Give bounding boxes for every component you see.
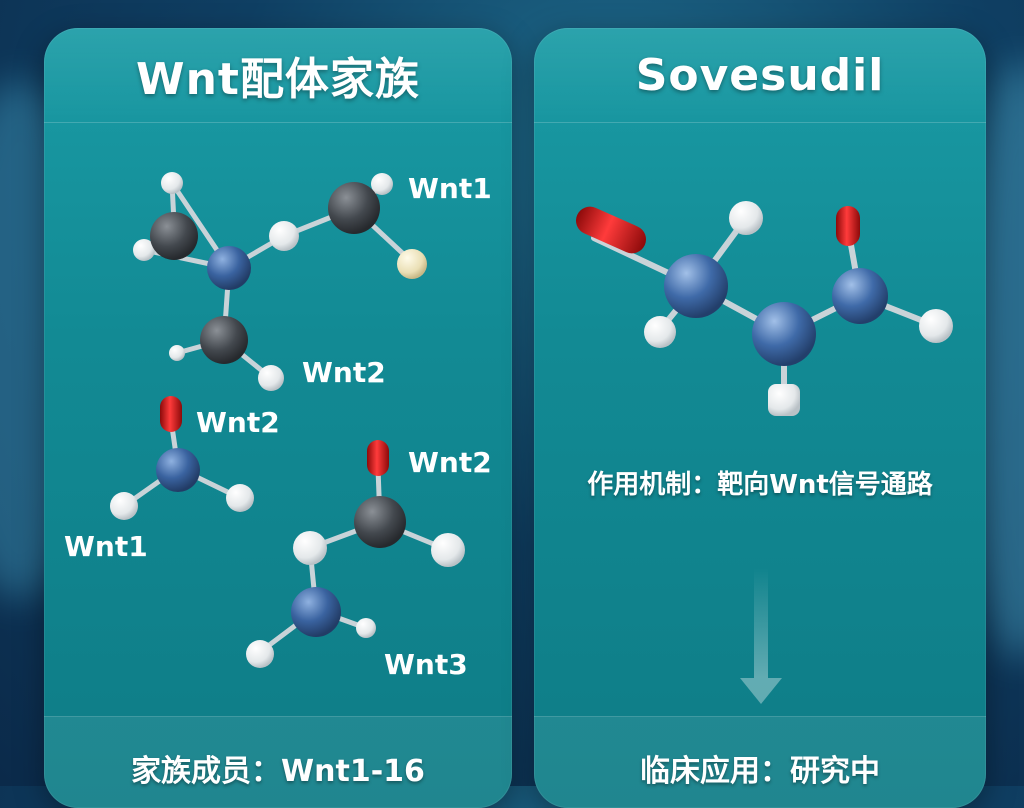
oxygen-atom [836, 206, 860, 246]
hydrogen-atom [169, 345, 185, 361]
family-members-text: 家族成员：Wnt1-16 [131, 754, 425, 789]
molecule-label: Wnt1 [64, 530, 148, 563]
molecule-label: Wnt1 [408, 172, 492, 205]
sovesudil-molecule-illustration [575, 201, 953, 704]
molecule-label: Wnt2 [302, 356, 386, 389]
flow-arrow [754, 568, 768, 678]
carbon-atom [150, 212, 198, 260]
oxygen-atom [160, 396, 182, 432]
oxygen-atom [367, 440, 389, 476]
nitrogen-atom [207, 246, 251, 290]
hydrogen-atom [110, 492, 138, 520]
nitrogen-atom [832, 268, 888, 324]
carbon-atom [200, 316, 248, 364]
hydrogen-atom [729, 201, 763, 235]
carbon-atom [328, 182, 380, 234]
card-title: Sovesudil [635, 49, 885, 101]
carbon-atom [354, 496, 406, 548]
hydrogen-atom [371, 173, 393, 195]
bond-group [257, 465, 451, 655]
hydrogen-atom [226, 484, 254, 512]
molecule-label: Wnt3 [384, 648, 468, 681]
oxygen-atom [575, 206, 647, 254]
hydrogen-atom [431, 533, 465, 567]
hydrogen-atom [246, 640, 274, 668]
hydrogen-atom [919, 309, 953, 343]
wnt-ligand-card: Wnt配体家族 [44, 28, 512, 808]
hydrogen-atom [293, 531, 327, 565]
nitrogen-atom [664, 254, 728, 318]
sovesudil-card: Sovesudil [534, 28, 986, 808]
hydrogen-atom [133, 239, 155, 261]
hydrogen-atom [356, 618, 376, 638]
hydrogen-atom [397, 249, 427, 279]
nitrogen-atom [156, 448, 200, 492]
nitrogen-atom [752, 302, 816, 366]
card-header: Sovesudil [534, 28, 986, 123]
molecule-label: Wnt2 [408, 446, 492, 479]
mechanism-text: 作用机制：靶向Wnt信号通路 [587, 470, 933, 500]
clinical-status-text: 临床应用：研究中 [640, 754, 880, 789]
hydrogen-atom [258, 365, 284, 391]
card-title: Wnt配体家族 [136, 54, 420, 105]
hydrogen-atom [768, 384, 800, 416]
card-header: Wnt配体家族 [44, 28, 512, 123]
hydrogen-atom [161, 172, 183, 194]
molecule-label: Wnt2 [196, 406, 280, 439]
hydrogen-atom [644, 316, 676, 348]
nitrogen-atom [291, 587, 341, 637]
hydrogen-atom [269, 221, 299, 251]
wnt-molecule-illustration: Wnt1 Wnt2 Wnt2 Wnt1 Wnt2 Wnt3 [64, 172, 492, 681]
arrow-down-icon [740, 678, 782, 704]
